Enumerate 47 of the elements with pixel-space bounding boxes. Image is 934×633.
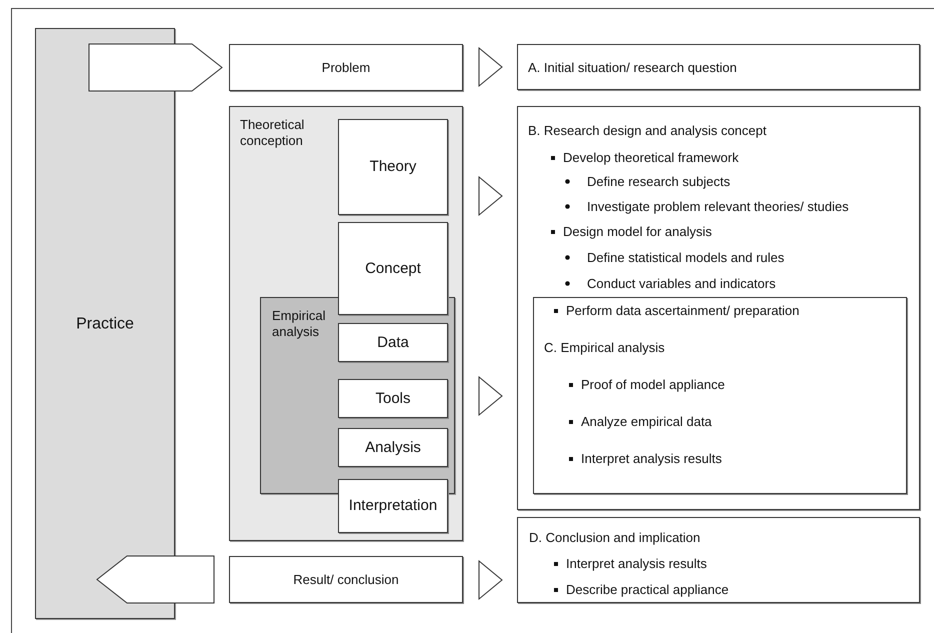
chevron-arrow bbox=[478, 376, 503, 416]
process-box bbox=[338, 479, 448, 533]
bullet-item: Investigate problem relevant theories/ studies bbox=[587, 199, 849, 215]
box-label: Interpretation bbox=[348, 497, 438, 515]
box-heading: Empirical analysis bbox=[272, 308, 326, 340]
bullet-item: Define statistical models and rules bbox=[587, 250, 784, 266]
chevron-arrow bbox=[478, 560, 503, 600]
bullet-item: Conduct variables and indicators bbox=[587, 276, 776, 292]
bullet-item: Define research subjects bbox=[587, 174, 730, 190]
process-box bbox=[229, 556, 463, 603]
process-box bbox=[338, 119, 448, 215]
box-label: Practice bbox=[75, 314, 135, 334]
chevron-arrow bbox=[478, 176, 503, 216]
process-box bbox=[338, 428, 448, 467]
box-heading: D. Conclusion and implication bbox=[529, 530, 700, 546]
bullet-item: Interpret analysis results bbox=[566, 556, 707, 572]
process-box bbox=[229, 44, 463, 91]
process-box bbox=[533, 297, 907, 494]
box-label: Result/ conclusion bbox=[292, 572, 400, 588]
box-label: Concept bbox=[364, 260, 422, 278]
block-arrow bbox=[88, 44, 223, 92]
process-box bbox=[338, 323, 448, 362]
bullet-item: Perform data ascertainment/ preparation bbox=[566, 303, 800, 319]
box-label: Problem bbox=[320, 60, 372, 76]
bullet-item: Describe practical appliance bbox=[566, 582, 729, 598]
process-box bbox=[338, 379, 448, 418]
box-heading: A. Initial situation/ research question bbox=[528, 60, 737, 76]
block-arrow bbox=[96, 556, 214, 604]
box-label: Tools bbox=[374, 390, 412, 408]
bullet-item: Develop theoretical framework bbox=[563, 150, 739, 166]
box-label: Theory bbox=[368, 158, 418, 176]
bullet-item: Design model for analysis bbox=[563, 224, 712, 240]
box-heading: Theoretical conception bbox=[240, 117, 306, 148]
group-panel bbox=[229, 106, 463, 541]
box-heading: B. Research design and analysis concept bbox=[528, 123, 766, 139]
box-label: Analysis bbox=[364, 438, 422, 456]
chevron-arrow bbox=[478, 46, 503, 88]
box-label: Data bbox=[376, 334, 410, 352]
bullet-item: Interpret analysis results bbox=[581, 451, 722, 467]
bullet-item: Analyze empirical data bbox=[581, 414, 712, 430]
process-box bbox=[517, 44, 920, 90]
process-box bbox=[338, 222, 448, 315]
process-box bbox=[517, 106, 920, 510]
practice-band bbox=[35, 28, 175, 619]
bullet-item: Proof of model appliance bbox=[581, 377, 725, 393]
process-box bbox=[517, 517, 920, 603]
box-heading: C. Empirical analysis bbox=[544, 340, 665, 356]
